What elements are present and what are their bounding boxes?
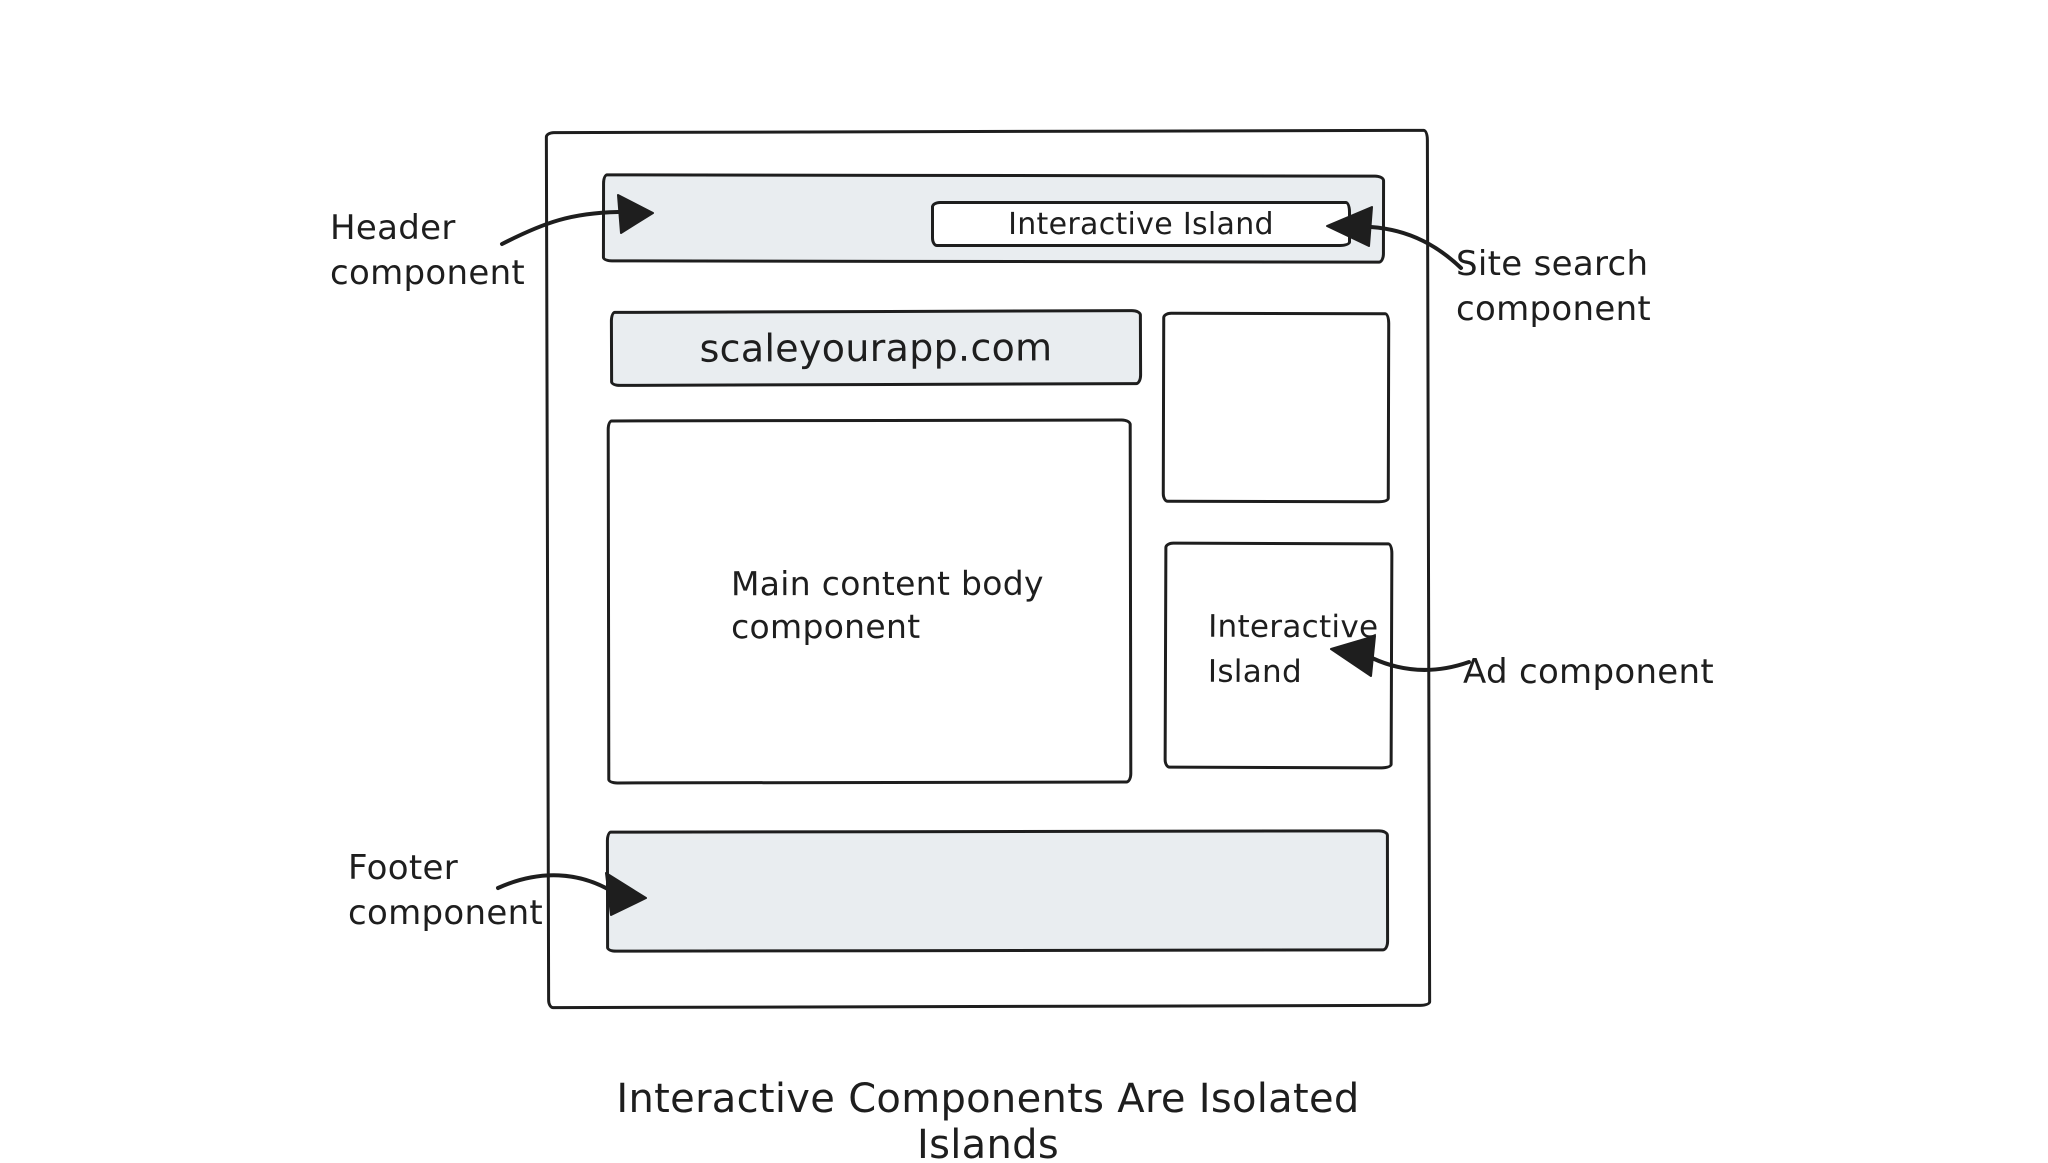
- site-search-island-box: Interactive Island: [931, 201, 1351, 247]
- main-content-box: Main content body component: [606, 418, 1133, 785]
- static-right-column-box: [1161, 311, 1391, 504]
- site-title-label: scaleyourapp.com: [699, 325, 1053, 371]
- diagram-caption: Interactive Components Are Isolated Isla…: [616, 1076, 1360, 1163]
- footer-annotation: Footer component: [348, 848, 544, 933]
- ad-island-box: Interactive Island: [1163, 541, 1394, 770]
- ad-annotation: Ad component: [1463, 652, 1714, 692]
- ad-island-label: Interactive Island: [1207, 608, 1379, 691]
- footer-component-bar: [605, 829, 1390, 953]
- header-annotation: Header component: [330, 208, 526, 293]
- site-title-bar: scaleyourapp.com: [609, 309, 1143, 387]
- site-search-island-label: Interactive Island: [1008, 206, 1274, 242]
- site-search-annotation: Site search component: [1456, 244, 1652, 329]
- main-content-label: Main content body component: [730, 563, 1044, 647]
